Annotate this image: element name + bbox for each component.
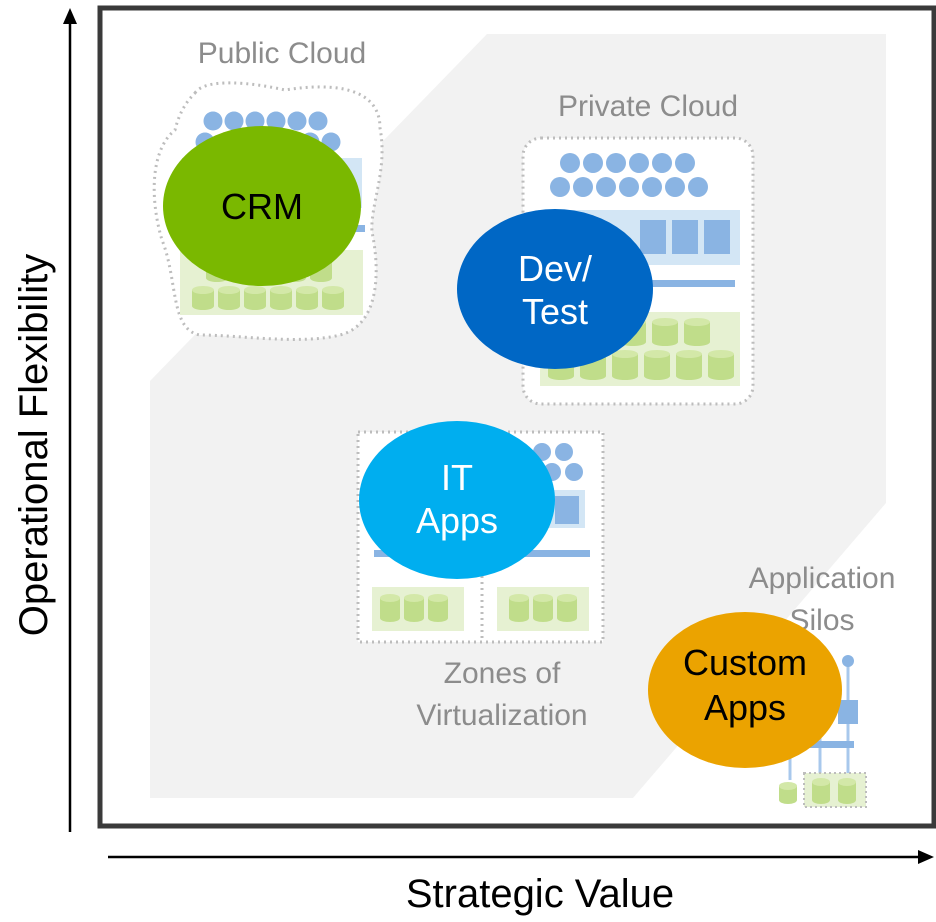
server-dot-icon (629, 153, 649, 173)
server-dot-icon (606, 153, 626, 173)
network-bar (808, 741, 854, 748)
app-label-custom-line1: Custom (683, 642, 807, 683)
app-label-devtest-line2: Test (522, 291, 588, 332)
storage-cylinder-icon (428, 594, 448, 622)
storage-cylinders (779, 778, 856, 804)
storage-cylinder-icon (812, 778, 830, 804)
app-label-devtest-line1: Dev/ (518, 248, 592, 289)
server-dot-icon (266, 111, 286, 131)
app-label-custom-line2: Apps (704, 687, 786, 728)
app-bubble-itapps: IT Apps (359, 421, 555, 579)
storage-cylinder-icon (684, 318, 710, 346)
storage-cylinder-icon (557, 594, 577, 622)
server-dot-icon (245, 111, 265, 131)
server-dot-icon (560, 153, 580, 173)
server-dot-icon (688, 177, 708, 197)
app-label-itapps-line2: Apps (416, 500, 498, 541)
storage-cylinder-icon (676, 350, 702, 380)
server-dot-icon (652, 153, 672, 173)
app-bubble-devtest: Dev/ Test (457, 209, 653, 369)
y-axis-title: Operational Flexibility (12, 254, 56, 636)
zone-label-private-cloud: Private Cloud (558, 90, 738, 123)
server-dot-icon (565, 463, 583, 481)
y-axis (63, 8, 77, 832)
storage-cylinders (380, 594, 577, 622)
server-dot-icon (675, 153, 695, 173)
storage-cylinder-icon (244, 286, 266, 310)
app-bubble-custom-apps: Custom Apps (648, 612, 842, 768)
server-racks (640, 220, 730, 254)
storage-cylinder-icon (779, 782, 797, 804)
storage-cylinder-icon (708, 350, 734, 380)
storage-cylinder-icon (322, 286, 344, 310)
storage-cylinder-icon (380, 594, 400, 622)
storage-cylinder-icon (612, 350, 638, 380)
storage-cylinder-icon (644, 350, 670, 380)
zone-label-virtualization-line2: Virtualization (416, 699, 587, 732)
storage-cylinder-icon (218, 286, 240, 310)
storage-cylinder-icon (404, 594, 424, 622)
zone-label-virtualization-line1: Zones of (444, 657, 561, 690)
server-dot-icon (550, 177, 570, 197)
y-axis-arrow-icon (63, 8, 77, 24)
server-dot-icon (203, 111, 223, 131)
zone-label-public-cloud: Public Cloud (198, 37, 366, 70)
server-dot-icon (224, 111, 244, 131)
storage-cylinder-icon (838, 778, 856, 804)
server-rack-icon (704, 220, 730, 254)
storage-cylinder-icon (509, 594, 529, 622)
server-dots (550, 153, 708, 197)
server-dot-icon (573, 177, 593, 197)
x-axis (108, 850, 934, 864)
storage-cylinder-icon (652, 318, 678, 346)
app-label-itapps-line1: IT (441, 457, 473, 498)
server-dot-icon (287, 111, 307, 131)
server-dot-icon (555, 443, 573, 461)
storage-cylinder-icon (296, 286, 318, 310)
server-dot-icon (583, 153, 603, 173)
app-label-crm: CRM (221, 186, 303, 227)
server-dot-icon (308, 111, 328, 131)
x-axis-title: Strategic Value (406, 872, 674, 916)
storage-cylinder-icon (270, 286, 292, 310)
server-dot-icon (596, 177, 616, 197)
x-axis-arrow-icon (918, 850, 934, 864)
server-dot-icon (619, 177, 639, 197)
zone-label-silos-line1: Application (749, 562, 896, 595)
server-rack-icon (640, 220, 666, 254)
application-silos-cluster (779, 655, 867, 808)
server-rack-icon (672, 220, 698, 254)
storage-cylinder-icon (192, 286, 214, 310)
app-bubble-crm: CRM (163, 126, 361, 286)
server-dot-icon (665, 177, 685, 197)
storage-cylinder-icon (533, 594, 553, 622)
server-dot-icon (642, 177, 662, 197)
